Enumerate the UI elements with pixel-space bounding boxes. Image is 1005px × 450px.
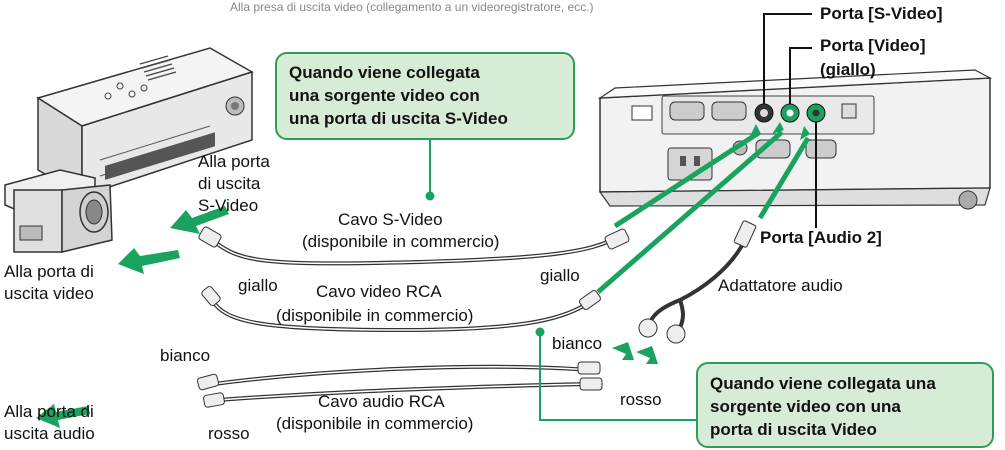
video-port-label-line2: (giallo) xyxy=(820,60,876,79)
rca-audio-cable-label: Cavo audio RCA xyxy=(318,392,445,411)
rca-audio-cable-sublabel: (disponibile in commercio) xyxy=(276,414,474,433)
yellow-left-label: giallo xyxy=(238,276,278,295)
svideo-callout-line3: una porta di uscita S-Video xyxy=(289,109,508,128)
svideo-out-label-line1: Alla porta xyxy=(198,152,270,171)
video-callout-line3: porta di uscita Video xyxy=(710,420,877,439)
audio-adapter-cable xyxy=(638,220,757,344)
video-out-label-line1: Alla porta di xyxy=(4,262,94,281)
svideo-callout: Quando viene collegata una sorgente vide… xyxy=(275,52,575,140)
svideo-callout-line1: Quando viene collegata xyxy=(289,63,480,82)
rca-video-cable-sublabel: (disponibile in commercio) xyxy=(276,306,474,325)
camcorder-device xyxy=(4,169,113,253)
callout-pointers xyxy=(429,140,700,421)
green-connector-lines xyxy=(596,129,811,294)
direction-arrows xyxy=(36,206,658,428)
yellow-right-label: giallo xyxy=(540,266,580,285)
port-leader-lines xyxy=(763,13,817,228)
video-out-label-line2: uscita video xyxy=(4,284,94,303)
video-callout: Quando viene collegata una sorgente vide… xyxy=(696,362,994,448)
audio-out-label-line1: Alla porta di xyxy=(4,402,94,421)
svideo-callout-line2: una sorgente video con xyxy=(289,86,480,105)
svideo-cable xyxy=(198,226,630,266)
audio-adapter-label: Adattatore audio xyxy=(718,276,843,295)
projector-device xyxy=(597,69,993,210)
svideo-out-label-line3: S-Video xyxy=(198,196,259,215)
video-port-label-line1: Porta [Video] xyxy=(820,36,926,55)
red-left-label: rosso xyxy=(208,424,250,443)
video-callout-line1: Quando viene collegata una xyxy=(710,374,936,393)
white-left-label: bianco xyxy=(160,346,211,365)
rca-video-cable xyxy=(201,285,601,333)
audio-out-label-line2: uscita audio xyxy=(4,424,95,443)
white-right-label: bianco xyxy=(552,334,603,353)
svideo-cable-sublabel: (disponibile in commercio) xyxy=(302,232,500,251)
svideo-out-label-line2: di uscita xyxy=(198,174,261,193)
vcr-device xyxy=(36,47,254,198)
audio2-port-label: Porta [Audio 2] xyxy=(760,228,882,247)
rca-video-cable-label: Cavo video RCA xyxy=(316,282,442,301)
video-callout-line2: sorgente video con una xyxy=(710,397,901,416)
rca-audio-cable xyxy=(196,361,603,408)
top-caption: Alla presa di uscita video (collegamento… xyxy=(230,0,594,14)
red-right-label: rosso xyxy=(620,390,662,409)
svideo-port-label: Porta [S-Video] xyxy=(820,4,943,23)
svideo-cable-label: Cavo S-Video xyxy=(338,210,443,229)
